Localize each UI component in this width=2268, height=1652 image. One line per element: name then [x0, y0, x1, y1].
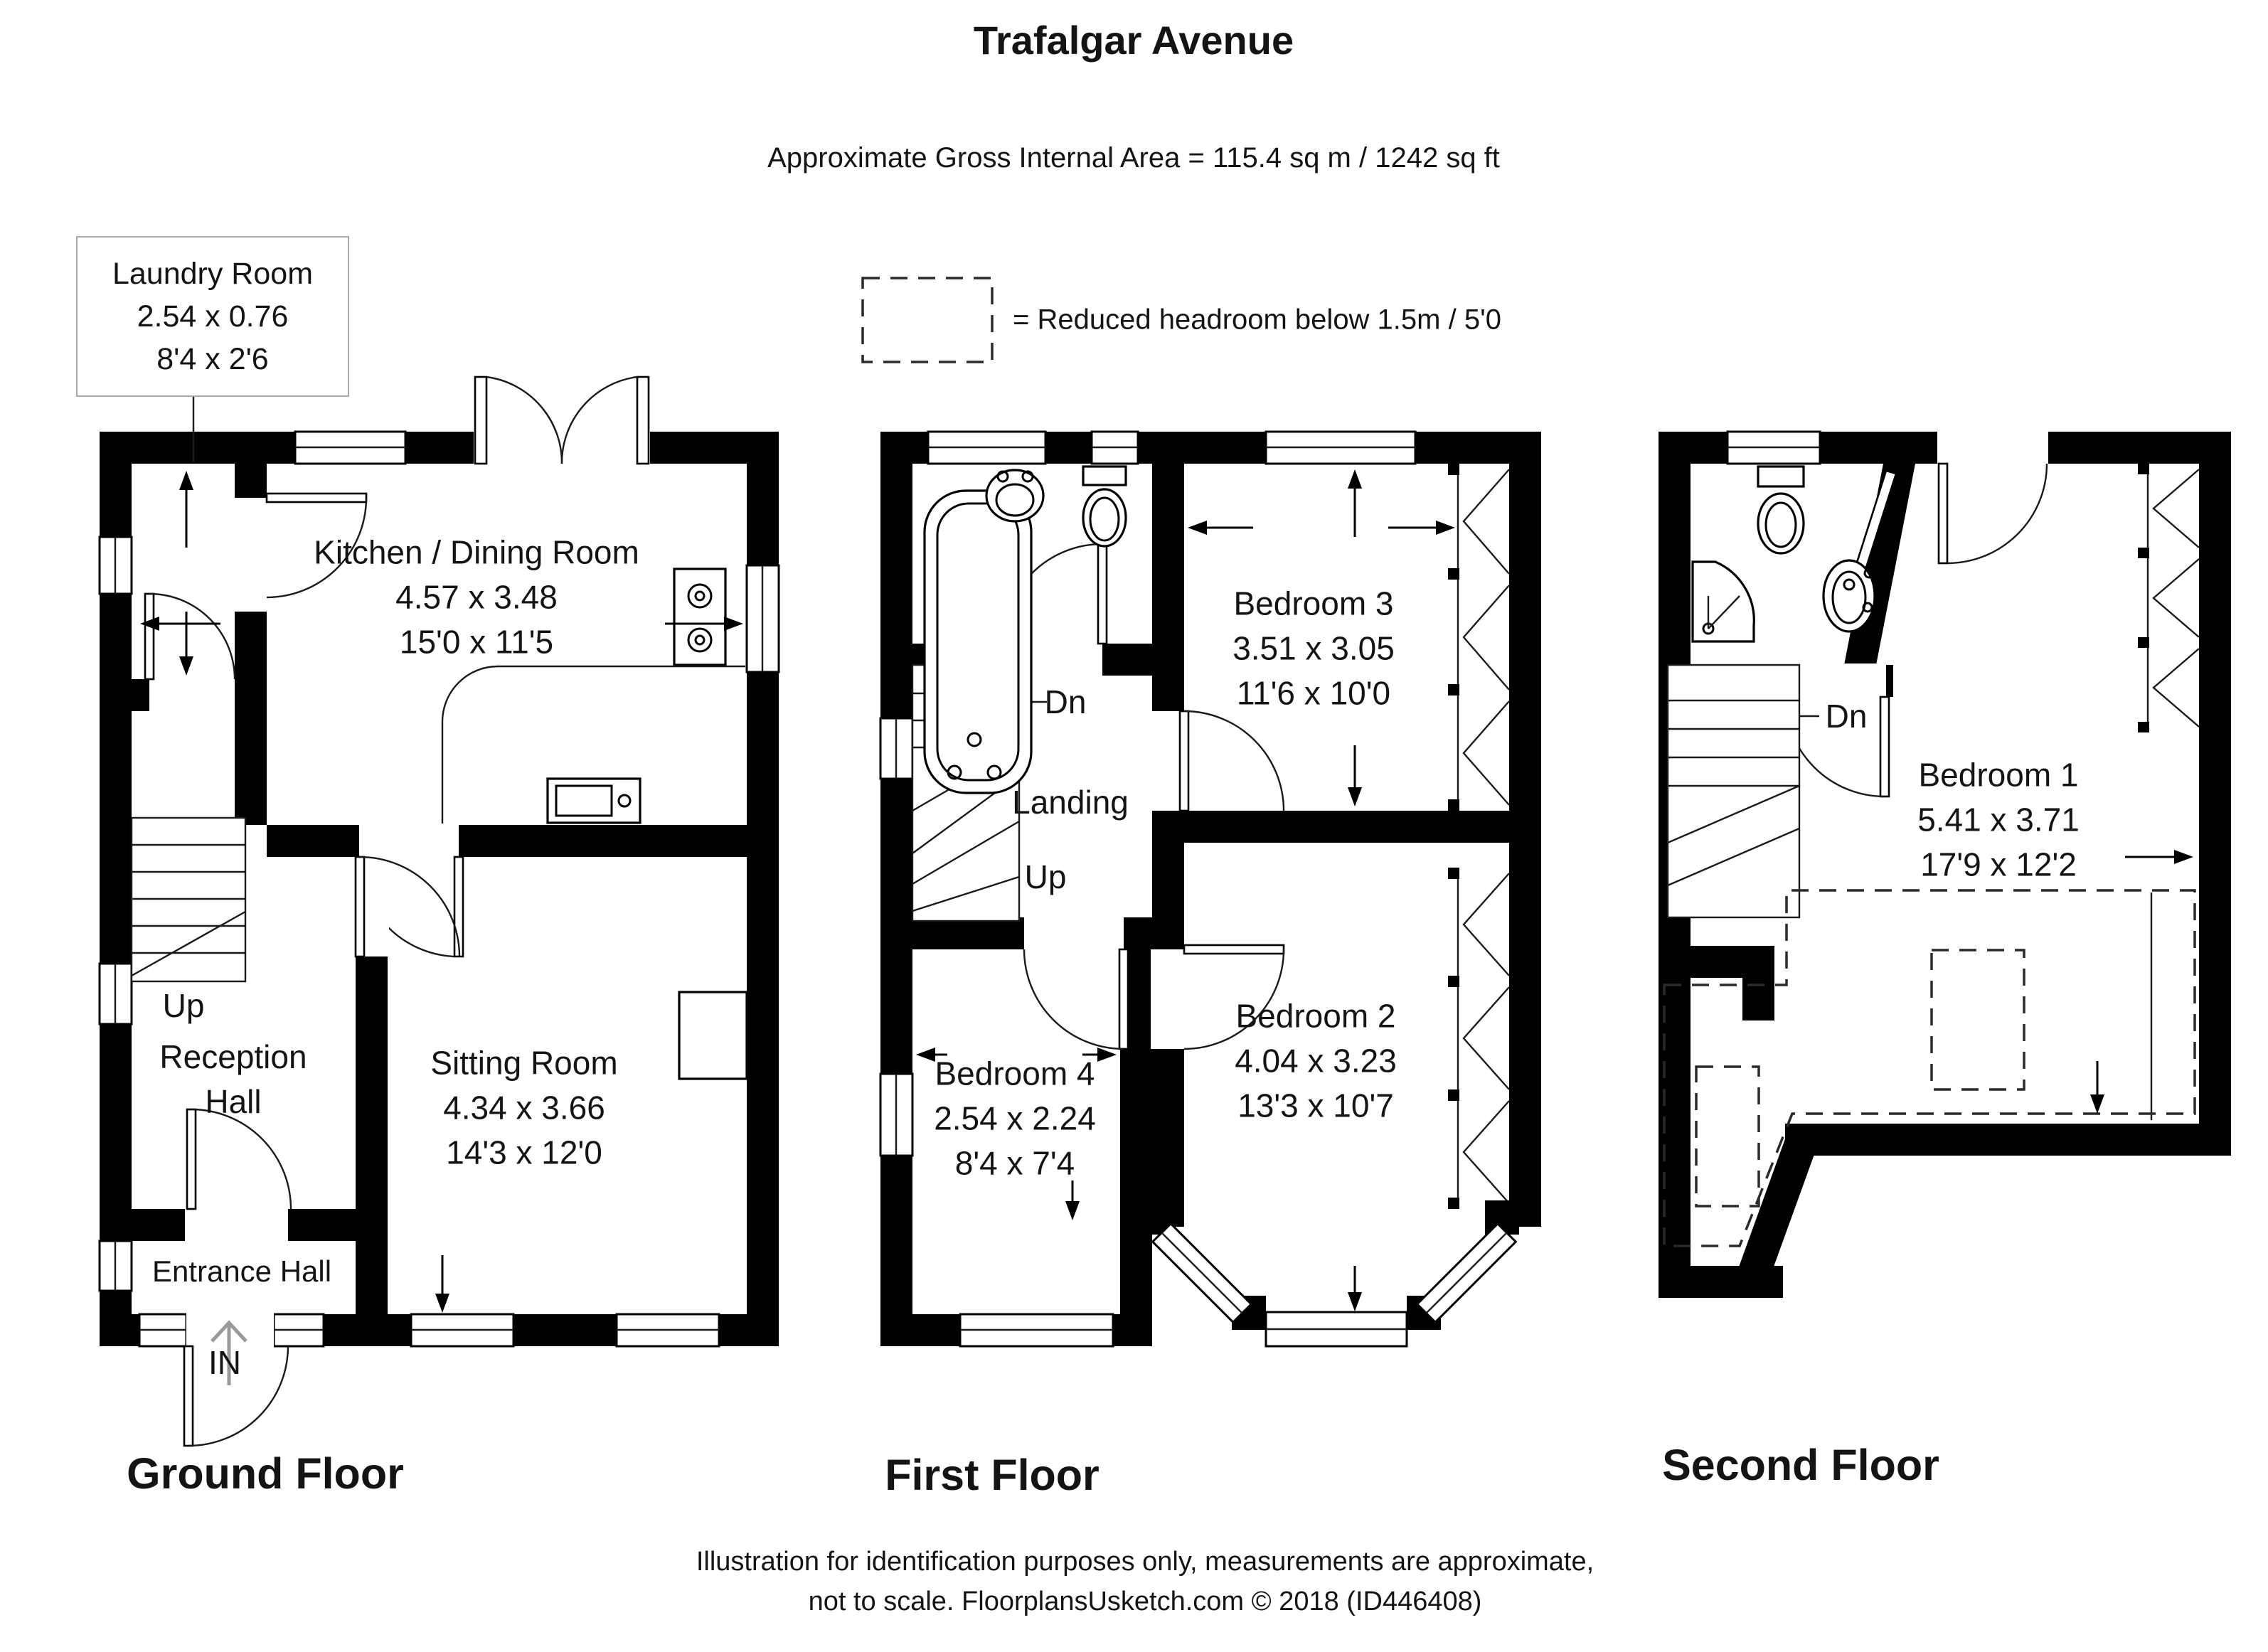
room-dim-imperial: 17'9 x 12'2	[1920, 846, 2077, 883]
stairs-up-label-first: Up	[1024, 858, 1067, 895]
second-bedroom-door	[1937, 430, 2048, 565]
reduced-headroom-area	[1663, 889, 2196, 1247]
room-label-bedroom2: Bedroom 2 4.04 x 3.23 13'3 x 10'7	[1235, 994, 1397, 1129]
room-dim-imperial: 11'6 x 10'0	[1236, 674, 1391, 712]
second-toilet-icon	[1757, 465, 1805, 555]
room-name: Bedroom 3	[1233, 585, 1394, 622]
room-label-landing: Landing	[1012, 784, 1129, 821]
laundry-door	[233, 492, 368, 612]
ground-floor-title: Ground Floor	[127, 1449, 404, 1498]
second-floor-plan	[1659, 430, 2231, 1298]
legend-swatch	[861, 277, 994, 363]
bedroom3-wardrobe	[1448, 464, 1510, 811]
ground-windows	[98, 430, 780, 1348]
room-dim-imperial: 8'4 x 7'4	[954, 1144, 1075, 1182]
room-dim-metric: 2.54 x 2.24	[934, 1099, 1096, 1137]
room-dim-metric: 4.04 x 3.23	[1235, 1042, 1397, 1080]
bedroom1-wardrobe	[2138, 464, 2200, 732]
first-windows	[879, 430, 1417, 1348]
ground-floor-plan	[98, 375, 780, 1447]
room-label-entrance: Entrance Hall	[151, 1254, 332, 1288]
room-dim-imperial: 15'0 x 11'5	[399, 623, 554, 661]
room-label-reception: Reception Hall	[159, 1035, 307, 1124]
room-dim-imperial: 13'3 x 10'7	[1237, 1087, 1394, 1124]
legend-label: = Reduced headroom below 1.5m / 5'0	[1013, 304, 1501, 336]
room-dim-metric: 4.34 x 3.66	[443, 1089, 605, 1126]
room-dim-metric: 3.51 x 3.05	[1233, 629, 1395, 667]
chimney-breast	[678, 991, 748, 1080]
stairs-dn-label-first: Dn	[1044, 683, 1087, 720]
room-name: Reception	[159, 1038, 307, 1075]
second-basin-icon	[1822, 559, 1876, 633]
first-measure-arrows	[916, 469, 1455, 1311]
room-label-bedroom1: Bedroom 1 5.41 x 3.71 17'9 x 12'2	[1917, 753, 2080, 888]
hob-icon	[673, 567, 727, 666]
room-label-bedroom4: Bedroom 4 2.54 x 2.24 8'4 x 7'4	[934, 1052, 1096, 1186]
basin-icon	[985, 469, 1045, 523]
second-measure-arrows	[2090, 850, 2193, 1114]
kitchen-counter	[441, 665, 745, 824]
laundry-lower-door	[144, 592, 236, 713]
stairs-dn-label-second: Dn	[1825, 698, 1868, 735]
stairs-up-label: Up	[162, 987, 205, 1024]
bedroom4-door	[1023, 916, 1129, 1050]
bay-window	[1138, 1200, 1519, 1348]
room-dim-metric: 2.54 x 0.76	[137, 299, 289, 334]
entrance-inner-door	[185, 1108, 292, 1242]
room-name: Sitting Room	[430, 1044, 618, 1082]
room-name: Bedroom 4	[935, 1055, 1095, 1092]
disclaimer: Illustration for identification purposes…	[696, 1542, 1594, 1621]
area-subtitle: Approximate Gross Internal Area = 115.4 …	[767, 142, 1500, 174]
ground-measure-arrows	[140, 471, 743, 1313]
room-name: Laundry Room	[112, 257, 314, 291]
bedroom2-door	[1151, 944, 1285, 1050]
ground-stairs	[130, 816, 247, 983]
first-floor-plan	[879, 430, 1541, 1348]
room-dim-metric: 5.41 x 3.71	[1917, 801, 2080, 838]
second-stairs	[1666, 664, 1819, 919]
bath-icon	[923, 489, 1033, 794]
second-floor-title: Second Floor	[1662, 1441, 1939, 1489]
second-windows	[1726, 430, 1821, 465]
disclaimer-line1: Illustration for identification purposes…	[696, 1547, 1594, 1577]
bedroom3-door	[1151, 710, 1285, 812]
room-dim-imperial: 14'3 x 12'0	[446, 1134, 602, 1171]
room-label-kitchen: Kitchen / Dining Room 4.57 x 3.48 15'0 x…	[314, 531, 639, 665]
room-label-bedroom3: Bedroom 3 3.51 x 3.05 11'6 x 10'0	[1233, 582, 1395, 716]
room-dim-imperial: 8'4 x 2'6	[156, 342, 269, 376]
room-dim-metric: 4.57 x 3.48	[395, 578, 558, 616]
disclaimer-line2: not to scale. FloorplansUsketch.com © 20…	[808, 1587, 1482, 1616]
room-name: Hall	[205, 1083, 262, 1120]
shower-room-door	[1855, 469, 1897, 569]
bedroom2-wardrobe	[1448, 868, 1510, 1209]
entry-arrow-icon	[211, 1320, 247, 1385]
page-title: Trafalgar Avenue	[973, 18, 1294, 63]
shower-icon	[1691, 560, 1755, 643]
room-name: Bedroom 1	[1918, 756, 2079, 794]
room-label-sitting: Sitting Room 4.34 x 3.66 14'3 x 12'0	[430, 1041, 617, 1176]
toilet-icon	[1082, 465, 1127, 548]
french-doors	[474, 375, 650, 465]
sitting-door	[354, 856, 461, 958]
room-name: Kitchen / Dining Room	[314, 533, 639, 571]
kitchen-sink-icon	[546, 777, 641, 824]
in-label: IN	[208, 1344, 241, 1381]
room-name: Bedroom 2	[1235, 997, 1396, 1035]
laundry-callout: Laundry Room 2.54 x 0.76 8'4 x 2'6	[76, 236, 349, 397]
first-floor-title: First Floor	[885, 1451, 1100, 1499]
